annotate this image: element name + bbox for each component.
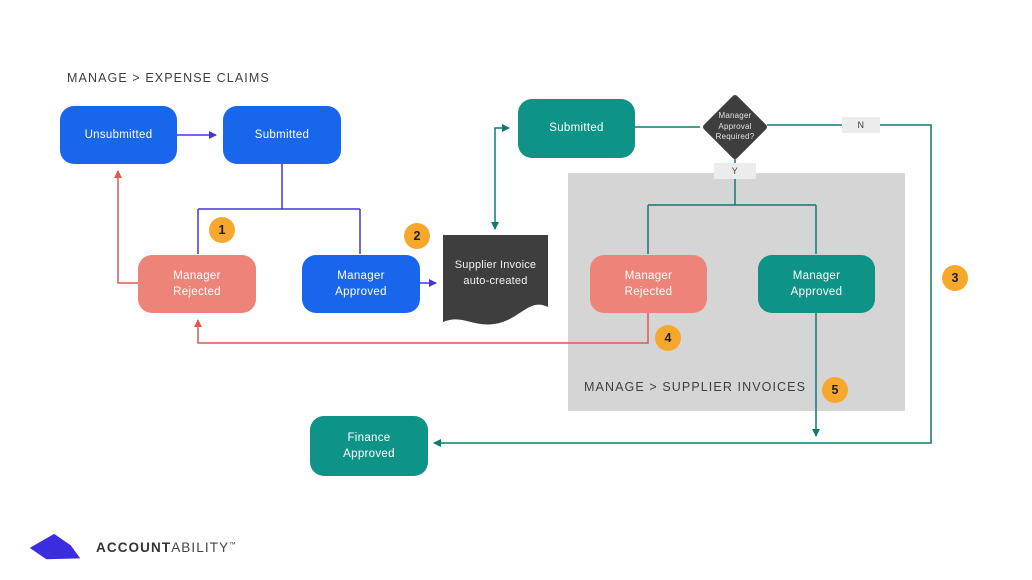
step-badge-5: 5 <box>822 377 848 403</box>
logo-mark-icon <box>29 533 81 560</box>
node-manager-approved-supplier-label: Manager Approved <box>790 269 843 298</box>
document-label-wrap: Supplier Invoice auto-created <box>443 243 548 305</box>
decision-yes-label: Y <box>714 163 756 179</box>
edge-rejected-to-unsubmitted <box>114 170 140 284</box>
logo-text: ACCOUNTABILITY™ <box>96 540 236 555</box>
document-label: Supplier Invoice auto-created <box>454 259 537 287</box>
logo-text-light: ABILITY <box>171 539 230 555</box>
supplier-invoices-heading: MANAGE > SUPPLIER INVOICES <box>584 380 807 394</box>
node-submitted-expense-label: Submitted <box>254 128 310 141</box>
node-manager-approved-expense-label: Manager Approved <box>335 269 387 298</box>
node-submitted-supplier-label: Submitted <box>549 122 604 135</box>
node-finance-approved: Finance Approved <box>310 416 428 476</box>
node-unsubmitted: Unsubmitted <box>60 106 177 164</box>
accountability-logo: ACCOUNTABILITY™ <box>28 531 236 563</box>
decision-manager-approval: Manager Approval Required? <box>701 93 769 161</box>
edge-submitted-split <box>197 164 361 254</box>
document-shape <box>443 235 548 325</box>
logo-trademark: ™ <box>229 541 236 548</box>
decision-label: Manager Approval Required? <box>715 110 755 142</box>
step-badge-3: 3 <box>942 265 968 291</box>
node-submitted-expense: Submitted <box>223 106 341 164</box>
edge-supplier-rejected-to-expense-rejected <box>194 312 649 344</box>
node-manager-rejected-expense-label: Manager Rejected <box>173 269 221 298</box>
edge-decision-yes-split <box>647 157 817 254</box>
node-manager-rejected-supplier: Manager Rejected <box>590 255 707 313</box>
node-submitted-supplier: Submitted <box>518 99 635 158</box>
node-manager-approved-supplier: Manager Approved <box>758 255 875 313</box>
decision-label-wrap: Manager Approval Required? <box>708 111 762 143</box>
logo-text-bold: ACCOUNT <box>96 539 172 555</box>
step-badge-2: 2 <box>404 223 430 249</box>
step-badge-4: 4 <box>655 325 681 351</box>
step-badge-1: 1 <box>209 217 235 243</box>
node-manager-rejected-supplier-label: Manager Rejected <box>624 269 673 298</box>
decision-no-label: N <box>842 117 880 133</box>
node-finance-approved-label: Finance Approved <box>343 431 395 460</box>
expense-claims-heading: MANAGE > EXPENSE CLAIMS <box>67 71 270 85</box>
node-manager-approved-expense: Manager Approved <box>302 255 420 313</box>
edge-document-to-supplier-submitted <box>491 124 510 230</box>
node-unsubmitted-label: Unsubmitted <box>84 128 153 141</box>
node-manager-rejected-expense: Manager Rejected <box>138 255 256 313</box>
